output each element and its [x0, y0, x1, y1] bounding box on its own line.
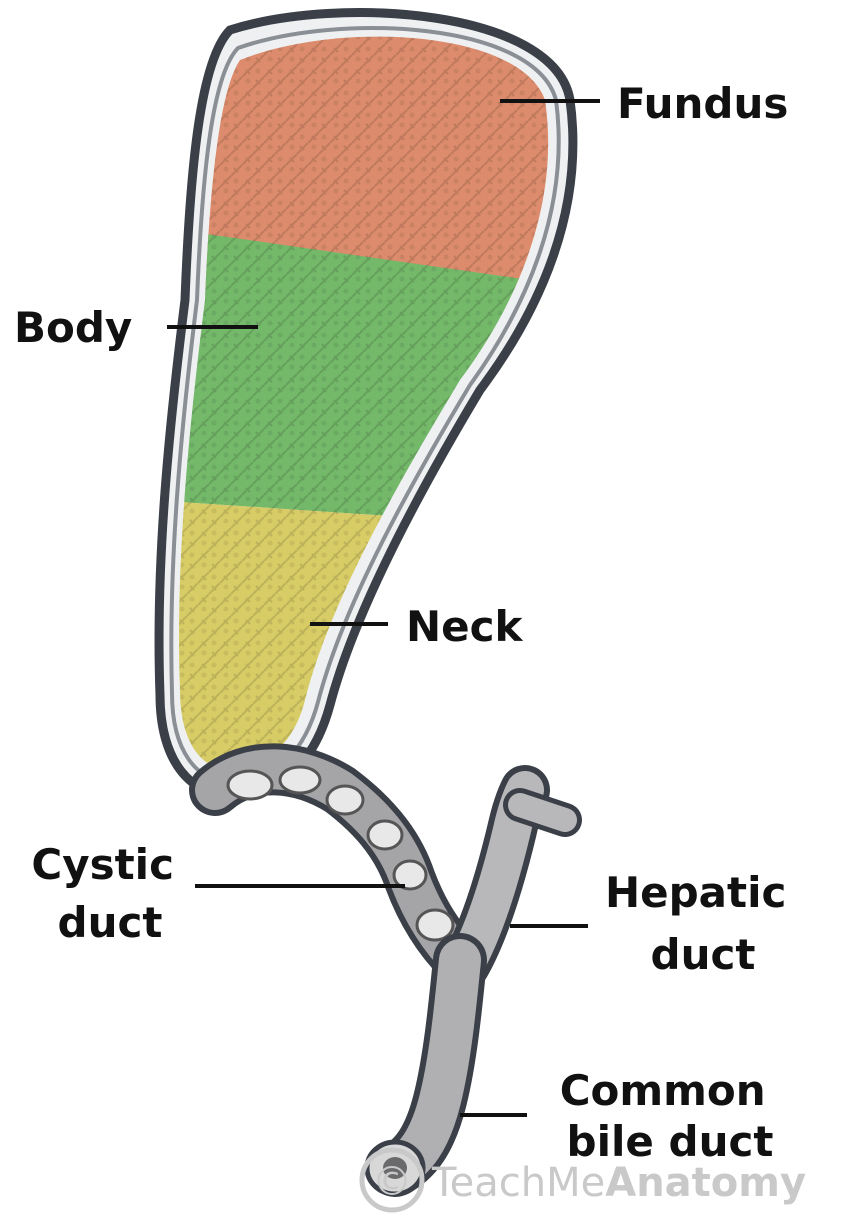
fundus-label: Fundus [617, 79, 788, 128]
body-label: Body [14, 303, 132, 352]
watermark-text: TeachMeAnatomy [431, 1160, 806, 1206]
cystic-duct-label: Cystic duct [31, 840, 188, 947]
neck-label: Neck [406, 602, 524, 651]
common-bile-duct-label: Common bile duct [560, 1066, 781, 1166]
hepatic-duct-label: Hepatic duct [605, 868, 801, 979]
svg-text:©: © [372, 1159, 412, 1205]
